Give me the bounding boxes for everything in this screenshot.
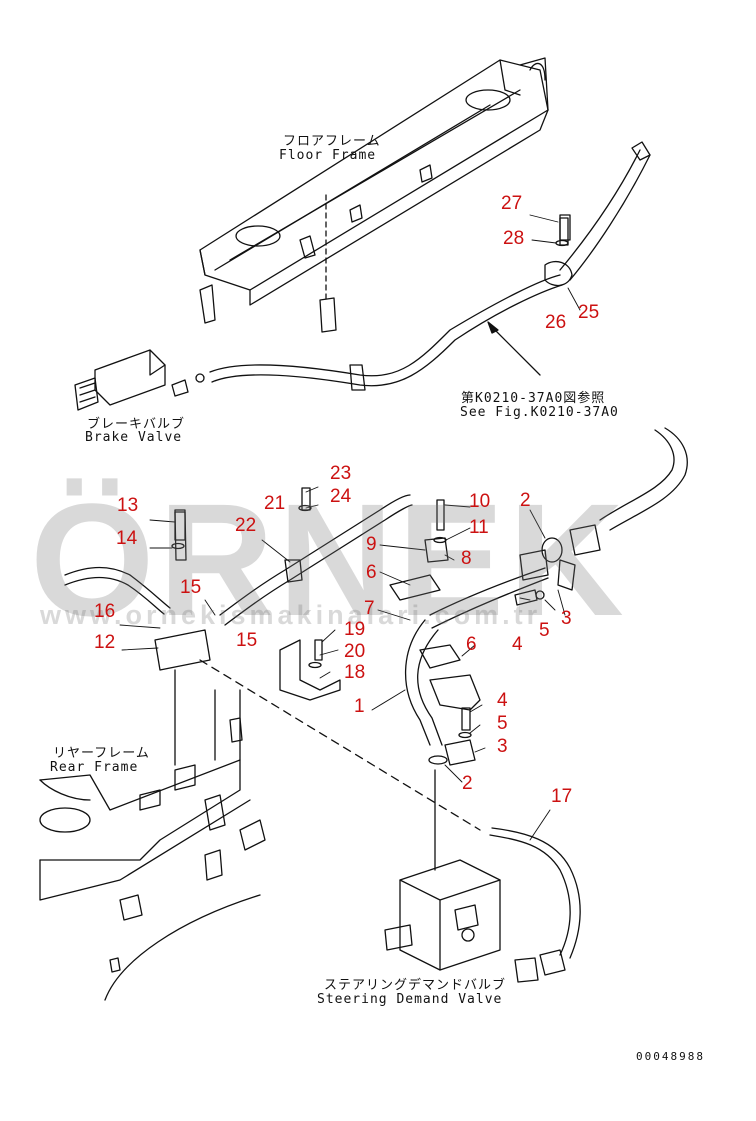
callout-26: 26 — [545, 312, 567, 333]
rear-frame-label-en: Rear Frame — [50, 760, 139, 775]
watermark-brand: ÖRNEK — [30, 470, 628, 649]
steering-hose-drawing — [199, 427, 688, 983]
callout-11: 11 — [469, 517, 489, 538]
callout-12: 12 — [94, 632, 116, 653]
brake-valve-label-jp: ブレーキバルブ — [87, 417, 186, 432]
floor-frame-label-jp: フロアフレーム — [283, 134, 381, 149]
callout-5a: 5 — [539, 620, 550, 641]
callout-28: 28 — [503, 228, 525, 249]
bracket-drawing — [279, 537, 576, 766]
steering-valve-label-jp: ステアリングデマンドバルブ — [324, 978, 507, 993]
callout-22: 22 — [235, 515, 257, 536]
callout-16: 16 — [94, 601, 116, 622]
callout-15a: 15 — [180, 577, 202, 598]
callout-23: 23 — [330, 463, 352, 484]
callout-25: 25 — [578, 302, 600, 323]
floor-frame-label-en: Floor Frame — [279, 148, 377, 163]
steering-demand-valve-drawing — [174, 669, 501, 971]
see-fig-label-jp: 第K0210-37A0図参照 — [461, 391, 606, 406]
steering-valve-label-en: Steering Demand Valve — [317, 992, 503, 1007]
callout-3b: 3 — [497, 736, 508, 757]
callout-19: 19 — [344, 619, 366, 640]
callout-1: 1 — [354, 696, 365, 717]
callout-10: 10 — [469, 491, 491, 512]
rear-frame-label-jp: リヤーフレーム — [53, 746, 150, 761]
callout-6a: 6 — [366, 562, 377, 583]
floor-frame-drawing — [199, 57, 549, 333]
callout-14: 14 — [116, 528, 138, 549]
middle-hose-drawing — [64, 494, 413, 671]
bolt-drawing — [171, 214, 571, 765]
callout-2b: 2 — [462, 773, 473, 794]
callout-2a: 2 — [520, 490, 531, 511]
callout-7: 7 — [364, 598, 375, 619]
callout-8: 8 — [461, 548, 472, 569]
callout-9: 9 — [366, 534, 377, 555]
callout-3a: 3 — [561, 608, 572, 629]
callout-21: 21 — [264, 493, 286, 514]
callout-6b: 6 — [466, 634, 477, 655]
callout-20: 20 — [344, 641, 366, 662]
brake-valve-label-en: Brake Valve — [85, 430, 183, 445]
leader-lines — [119, 214, 581, 841]
callout-5b: 5 — [497, 713, 508, 734]
callout-27: 27 — [501, 193, 523, 214]
rear-frame-drawing — [39, 689, 266, 1001]
callout-18: 18 — [344, 662, 366, 683]
brake-valve-drawing — [74, 349, 205, 411]
callout-4b: 4 — [497, 690, 508, 711]
see-fig-label-en: See Fig.K0210-37A0 — [460, 405, 619, 420]
callout-4a: 4 — [512, 634, 523, 655]
callout-13: 13 — [117, 495, 139, 516]
watermark-url: www.ornekismakinalari.com.tr — [40, 600, 542, 630]
upper-hose-drawing — [209, 141, 651, 391]
callout-17: 17 — [551, 786, 573, 807]
document-number: 00048988 — [636, 1050, 705, 1063]
callout-15b: 15 — [236, 630, 258, 651]
callout-24: 24 — [330, 486, 352, 507]
